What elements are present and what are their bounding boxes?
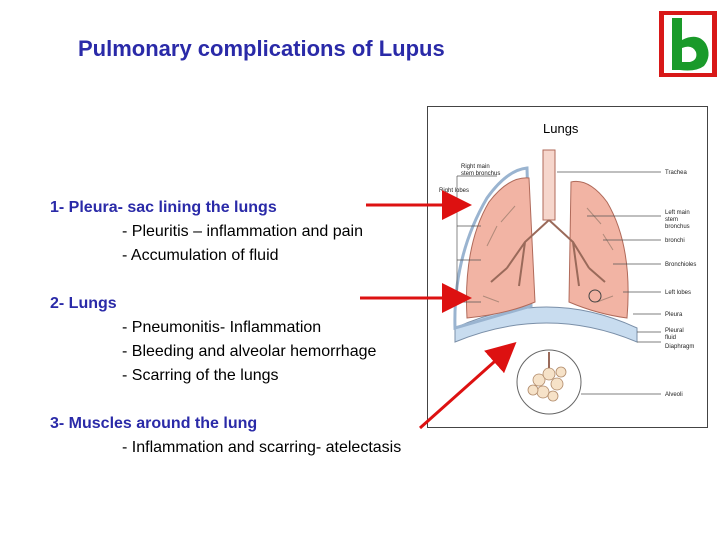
logo [658,10,718,78]
svg-text:Diaphragm: Diaphragm [665,344,694,350]
section-heading-pleura: 1- Pleura- sac lining the lungs [50,199,277,216]
svg-text:Bronchioles: Bronchioles [665,262,696,268]
content-list: 1- Pleura- sac lining the lungs - Pleuri… [50,196,401,460]
svg-text:Pleura: Pleura [665,312,683,318]
alveoli-inset [516,349,582,415]
section-heading-lungs: 2- Lungs [50,295,117,312]
svg-text:Trachea: Trachea [665,170,687,176]
svg-text:Pleural: Pleural [665,328,684,334]
lung-anatomy-figure: Lungs [427,106,708,428]
list-item: - Inflammation and scarring- atelectasis [122,439,402,456]
figure-title: Lungs [543,121,579,136]
svg-text:Alveoli: Alveoli [665,392,683,398]
list-item: - Scarring of the lungs [122,367,279,384]
list-item: - Bleeding and alveolar hemorrhage [122,343,377,360]
section-heading-muscles: 3- Muscles around the lung [50,415,258,432]
svg-text:Right main: Right main [461,164,490,170]
svg-text:Right lobes: Right lobes [439,188,469,194]
svg-text:bronchus: bronchus [665,224,690,230]
list-item: - Accumulation of fluid [122,247,279,264]
svg-text:stem: stem [665,217,678,223]
svg-text:Left lobes: Left lobes [665,290,691,296]
right-lung [466,177,536,319]
slide-title: Pulmonary complications of Lupus [78,36,445,61]
left-lung [568,180,629,319]
svg-text:bronchi: bronchi [665,238,685,244]
svg-text:stem bronchus: stem bronchus [461,171,500,177]
list-item: - Pleuritis – inflammation and pain [122,223,364,240]
list-item: - Pneumonitis- Inflammation [122,319,322,336]
svg-text:Left main: Left main [665,210,690,216]
trachea [542,149,556,221]
svg-text:fluid: fluid [665,335,676,341]
